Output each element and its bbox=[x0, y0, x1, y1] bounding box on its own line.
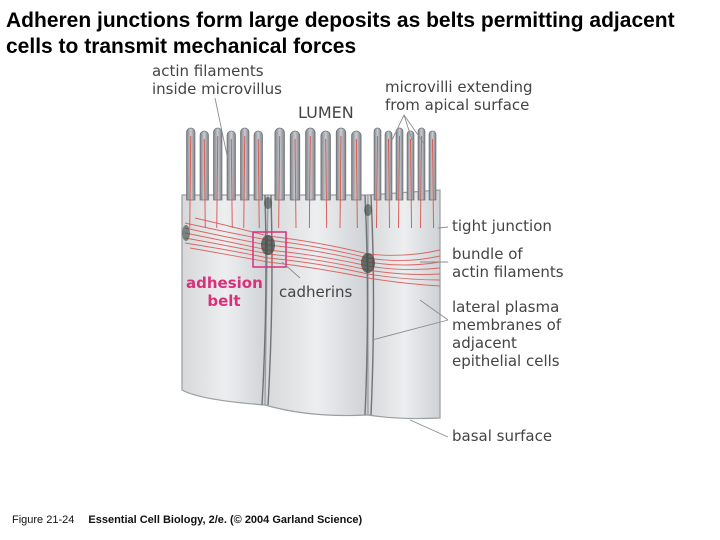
microvillus-actin-core bbox=[420, 135, 422, 229]
microvillus-actin-core bbox=[216, 135, 219, 229]
epithelial-cells bbox=[181, 189, 441, 420]
microvillus-actin-core bbox=[398, 135, 400, 229]
microvillus-actin-core bbox=[230, 138, 233, 229]
label-lateral-membranes: lateral plasma membranes of adjacent epi… bbox=[452, 298, 562, 370]
microvillus-actin-core bbox=[257, 138, 260, 229]
microvillus-actin-core bbox=[355, 138, 358, 229]
actin-filament-bundle bbox=[184, 217, 441, 287]
microvillus-actin-core bbox=[294, 138, 297, 229]
microvillus-actin-core bbox=[410, 138, 412, 229]
microvillus-actin-core bbox=[432, 138, 434, 229]
microvillus-actin-core bbox=[189, 135, 192, 229]
microvillus-actin-core bbox=[339, 135, 342, 229]
microvilli bbox=[186, 127, 437, 229]
label-actin-filaments-inside-microvillus: actin filaments inside microvillus bbox=[152, 62, 282, 98]
label-adhesion-belt: adhesion belt bbox=[186, 274, 263, 310]
junction-plaques bbox=[182, 197, 375, 273]
microvillus-actin-core bbox=[203, 138, 206, 229]
microvillus-actin-core bbox=[325, 138, 328, 229]
cell-middle bbox=[264, 194, 369, 417]
label-basal-surface: basal surface bbox=[452, 427, 553, 445]
cell-right bbox=[367, 189, 441, 420]
microvillus-actin-core bbox=[376, 135, 378, 229]
label-lumen: LUMEN bbox=[298, 103, 354, 122]
microvillus-actin-core bbox=[243, 135, 246, 229]
microvillus-actin-core bbox=[388, 138, 390, 229]
caption-source: Essential Cell Biology, 2/e. (© 2004 Gar… bbox=[88, 514, 363, 526]
lateral-membranes bbox=[261, 194, 375, 416]
slide-title: Adheren junctions form large deposits as… bbox=[6, 9, 675, 58]
microvillus-actin-core bbox=[278, 135, 281, 229]
label-tight-junction: tight junction bbox=[452, 217, 552, 235]
microvillus-actin-core bbox=[308, 135, 311, 229]
caption-figure-number: Figure 21-24 bbox=[12, 514, 75, 526]
label-microvilli: microvilli extending from apical surface bbox=[385, 78, 533, 114]
figure-caption: Figure 21-24 Essential Cell Biology, 2/e.… bbox=[12, 514, 362, 526]
leader-lines bbox=[214, 97, 449, 438]
label-cadherins: cadherins bbox=[279, 283, 353, 301]
label-bundle-of-actin: bundle of actin filaments bbox=[452, 245, 564, 281]
adhesion-belt-highlight bbox=[252, 231, 287, 268]
